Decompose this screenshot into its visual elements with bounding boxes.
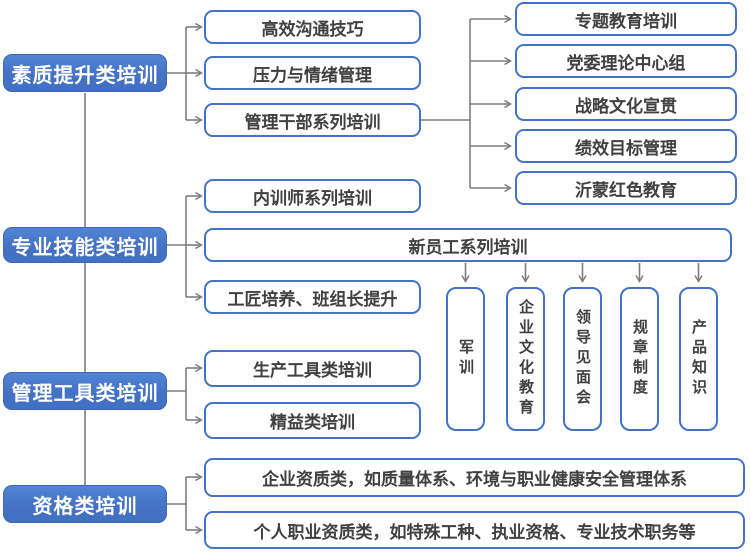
- category-management-tools: 管理工具类培训: [3, 372, 167, 410]
- node-yimeng-red-education: 沂蒙红色教育: [515, 171, 737, 205]
- node-party-committee-theory-group: 党委理论中心组: [515, 44, 737, 78]
- category-qualification: 资格类培训: [3, 485, 167, 523]
- node-internal-trainer-training: 内训师系列培训: [204, 179, 421, 213]
- node-new-employee-training: 新员工系列培训: [204, 228, 732, 262]
- node-special-topic-education: 专题教育培训: [515, 2, 737, 36]
- node-communication-skills: 高效沟通技巧: [204, 10, 421, 44]
- category-professional-skills: 专业技能类培训: [3, 227, 167, 263]
- node-strategy-culture-promotion: 战略文化宣贯: [515, 87, 737, 121]
- node-rules-regulations: 规章制度: [620, 287, 659, 431]
- node-craftsman-team-leader: 工匠培养、班组长提升: [204, 280, 421, 314]
- node-personal-qualification: 个人职业资质类，如特殊工种、执业资格、专业技术职务等: [204, 511, 745, 549]
- node-product-knowledge: 产品知识: [679, 287, 718, 431]
- connector-group: [84, 14, 703, 535]
- node-stress-emotion-management: 压力与情绪管理: [204, 56, 421, 90]
- node-lean-training: 精益类培训: [204, 402, 421, 439]
- node-performance-goal-management: 绩效目标管理: [515, 129, 737, 163]
- node-enterprise-qualification: 企业资质类，如质量体系、环境与职业健康安全管理体系: [204, 458, 745, 497]
- node-management-cadre-training: 管理干部系列培训: [204, 103, 421, 137]
- node-corporate-culture-education: 企业文化教育: [506, 287, 545, 431]
- category-quality-improvement: 素质提升类培训: [3, 54, 167, 92]
- node-production-tools-training: 生产工具类培训: [204, 350, 421, 387]
- node-leader-meeting: 领导见面会: [563, 287, 602, 431]
- node-military-training: 军训: [446, 287, 485, 431]
